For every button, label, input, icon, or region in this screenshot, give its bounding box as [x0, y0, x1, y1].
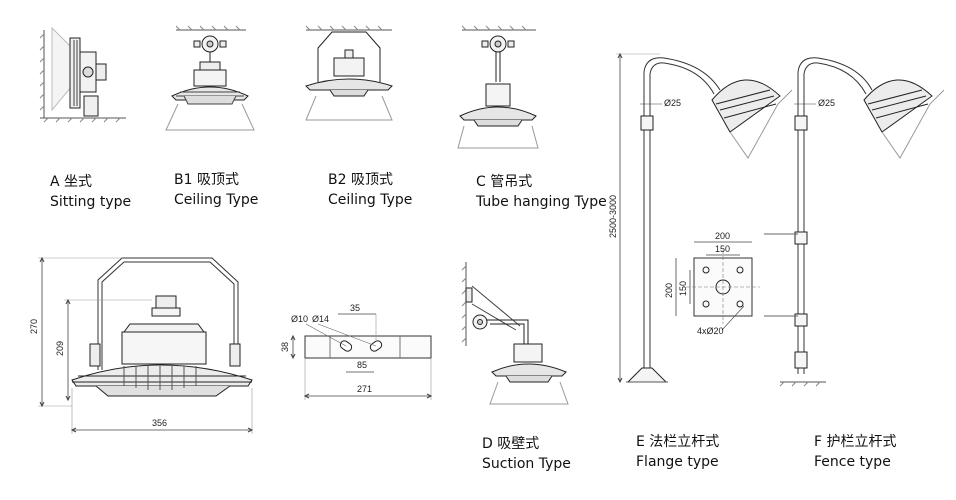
caption-name: Flange type	[636, 454, 719, 470]
lamp-width-label: 356	[152, 418, 167, 428]
caption-ceiling-type-b2: B2 吸顶式 Ceiling Type	[328, 170, 412, 210]
flange-inner-v-label: 150	[678, 281, 688, 296]
lamp-body-height-label: 209	[55, 341, 65, 356]
caption-name: Sitting type	[50, 194, 132, 210]
tube-hanging-type-drawing	[457, 25, 539, 149]
bracket-height-label: 38	[280, 342, 290, 352]
hole-spacing-label: 35	[350, 303, 360, 313]
caption-code: B1 吸顶式	[174, 172, 239, 188]
pole-height-label: 2500-3000	[608, 195, 618, 238]
caption-name: Suction Type	[482, 456, 571, 472]
flange-inner-label: 150	[715, 244, 730, 254]
flange-outer-v-label: 200	[664, 283, 674, 298]
fence-type-drawing: Ø25	[764, 57, 945, 387]
caption-name: Ceiling Type	[174, 192, 259, 208]
flange-type-drawing: Ø25 2500-3000	[608, 52, 793, 384]
caption-tube-hanging-type: C 管吊式 Tube hanging Type	[476, 172, 607, 212]
sitting-type-drawing	[39, 26, 126, 123]
lamp-height-label: 270	[29, 319, 39, 334]
caption-sitting-type: A 坐式 Sitting type	[50, 172, 131, 212]
ceiling-type-b1-drawing	[165, 25, 255, 131]
hole-small-label: Ø10	[291, 314, 308, 324]
caption-name: Tube hanging Type	[476, 194, 607, 210]
ceiling-type-b2-drawing	[305, 25, 393, 121]
caption-fence-type: F 护栏立杆式 Fence type	[814, 432, 897, 472]
caption-suction-type: D 吸壁式 Suction Type	[482, 434, 571, 474]
hole-large-label: Ø14	[312, 314, 329, 324]
caption-code: D 吸壁式	[482, 436, 540, 452]
pole-diameter-e-label: Ø25	[664, 98, 681, 108]
caption-name: Fence type	[814, 454, 891, 470]
caption-code: B2 吸顶式	[328, 172, 393, 188]
caption-ceiling-type-b1: B1 吸顶式 Ceiling Type	[174, 170, 258, 210]
caption-code: A 坐式	[50, 174, 93, 190]
lamp-front-view-drawing: 270 209 356	[29, 256, 254, 434]
flange-plate-drawing: 200 150 200 150 4xØ20	[664, 231, 760, 336]
caption-name: Ceiling Type	[328, 192, 413, 208]
caption-flange-type: E 法栏立杆式 Flange type	[636, 432, 719, 472]
flange-outer-label: 200	[715, 231, 730, 241]
bracket-length-label: 271	[357, 384, 372, 394]
flange-holes-label: 4xØ20	[697, 326, 724, 336]
pole-diameter-f-label: Ø25	[818, 98, 835, 108]
suction-type-drawing	[461, 262, 569, 405]
caption-code: E 法栏立杆式	[636, 434, 720, 450]
caption-code: C 管吊式	[476, 174, 533, 190]
hole-offset-label: 85	[357, 360, 367, 370]
caption-code: F 护栏立杆式	[814, 434, 897, 450]
bracket-drawing: 38 271 35 85 Ø10 Ø14	[280, 303, 433, 400]
